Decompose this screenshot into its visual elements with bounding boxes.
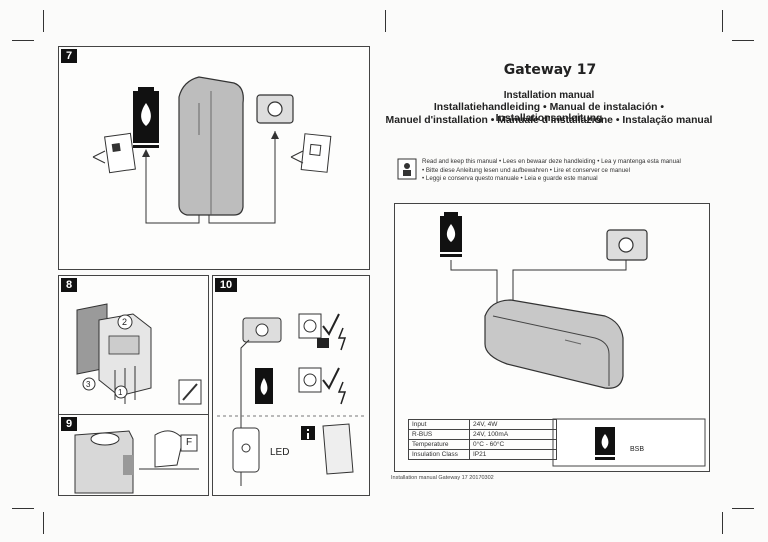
step-number: 8 xyxy=(61,278,77,292)
step-8-panel: 8 2 3 1 xyxy=(58,275,209,415)
boiler-flame-icon xyxy=(133,87,159,148)
gateway-diagram xyxy=(440,212,706,467)
led-label: LED xyxy=(270,447,290,458)
callout-label: 2 xyxy=(122,317,128,327)
spec-label: R-BUS xyxy=(408,429,470,440)
thermostat-icon xyxy=(606,229,648,261)
step-number: 10 xyxy=(215,278,237,292)
crop-mark xyxy=(722,10,723,32)
table-row: Temperature 0°C - 60°C xyxy=(408,439,557,450)
table-row: Insulation Class IP21 xyxy=(408,449,557,460)
footer-text: Installation manual Gateway 17 20170302 xyxy=(391,475,494,481)
read-manual-icon xyxy=(397,158,417,180)
power-adapter-icon xyxy=(317,338,329,348)
crop-mark xyxy=(12,40,34,41)
step-9-illustration xyxy=(74,430,199,494)
callout-label: 3 xyxy=(86,380,91,389)
spec-label: Insulation Class xyxy=(408,449,470,460)
spec-value: 0°C - 60°C xyxy=(469,439,557,450)
crop-mark xyxy=(385,10,386,32)
spec-value: IP21 xyxy=(469,449,557,460)
subtitle: Installation manual xyxy=(503,90,595,101)
crop-mark xyxy=(43,512,44,534)
spec-value: 24V, 4W xyxy=(469,419,557,430)
boiler-flame-icon xyxy=(440,212,462,257)
callout-circle xyxy=(117,314,133,330)
crop-mark xyxy=(732,508,754,509)
step-10-illustration xyxy=(217,313,365,486)
spec-label: Input xyxy=(408,419,470,430)
label-f: F xyxy=(186,437,193,448)
gateway-device-illustration xyxy=(178,76,244,216)
crop-mark xyxy=(43,10,44,32)
step-7-panel: 7 xyxy=(58,46,370,270)
callout-circle xyxy=(82,377,96,391)
boiler-flame-icon xyxy=(595,427,615,460)
spec-label: Temperature xyxy=(408,439,470,450)
read-notice: Read and keep this manual • Lees en bewa… xyxy=(422,158,722,184)
languages-line-2: Manuel d'installation • Manuale d'instal… xyxy=(385,115,713,126)
step-9-panel: 9 F xyxy=(58,414,209,496)
languages-line-1: Installatiehandleiding • Manual de insta… xyxy=(433,102,665,124)
bsb-label: BSB xyxy=(630,446,645,453)
crop-mark xyxy=(732,40,754,41)
read-notice-line: • Leggi e conserva questo manuale • Leia… xyxy=(422,175,598,183)
read-notice-line: Read and keep this manual • Lees en bewa… xyxy=(422,158,681,165)
crop-mark xyxy=(12,508,34,509)
callout-label: 1 xyxy=(118,388,123,397)
thermostat-icon xyxy=(256,94,294,124)
step-10-panel: 10 LED xyxy=(212,275,370,496)
step-8-illustration xyxy=(76,303,202,405)
spec-value: 24V, 100mA xyxy=(469,429,557,440)
step-number: 7 xyxy=(61,49,77,63)
crop-mark xyxy=(722,512,723,534)
specifications-table: Input 24V, 4W R-BUS 24V, 100mA Temperatu… xyxy=(408,419,557,460)
table-row: R-BUS 24V, 100mA xyxy=(408,429,557,440)
callout-circle xyxy=(114,385,128,399)
table-row: Input 24V, 4W xyxy=(408,419,557,430)
step-number: 9 xyxy=(61,417,77,431)
gateway-device-illustration xyxy=(484,299,624,389)
page-title: Gateway 17 xyxy=(503,62,597,78)
read-notice-line: • Bitte diese Anleitung lesen und aufbew… xyxy=(422,166,630,174)
step-7-illustration xyxy=(92,76,332,224)
manual-icon xyxy=(92,132,332,174)
